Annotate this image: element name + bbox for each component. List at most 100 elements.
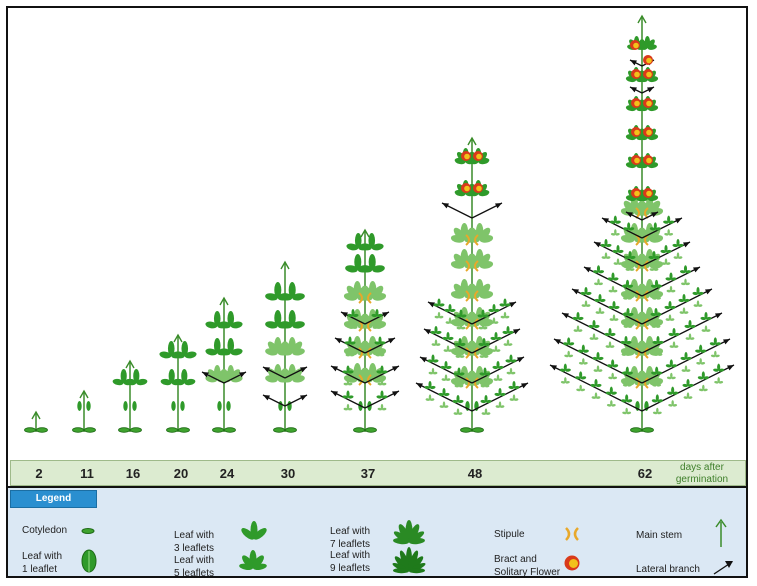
stipule xyxy=(644,377,649,389)
leaflet xyxy=(342,395,349,399)
leaflet xyxy=(655,312,662,317)
leaflet xyxy=(627,297,632,300)
leaf xyxy=(714,377,724,384)
leaflet xyxy=(613,305,620,310)
cotyledon xyxy=(212,427,224,433)
leaflet xyxy=(459,309,463,317)
leaflet xyxy=(372,326,378,329)
leaflet xyxy=(702,384,705,391)
leaflet xyxy=(683,311,689,314)
leaflet xyxy=(438,392,445,397)
leaflet xyxy=(699,344,703,352)
leaflet xyxy=(446,345,450,351)
leaflet xyxy=(375,353,381,357)
leaflet xyxy=(227,311,235,326)
leaflet xyxy=(668,301,672,308)
leaflet xyxy=(509,367,513,374)
legend-flower-label: Bract and Solitary Flower xyxy=(494,553,560,576)
leaflet xyxy=(482,326,488,330)
leaflet xyxy=(448,304,452,311)
leaflet xyxy=(718,381,724,384)
main-stem-arrowhead xyxy=(173,333,183,343)
leaflet xyxy=(375,322,379,328)
leaf xyxy=(430,326,442,335)
leaflet xyxy=(621,371,628,375)
leaflet xyxy=(652,251,656,258)
leaf xyxy=(495,401,505,408)
leaf xyxy=(347,309,359,318)
flower xyxy=(646,100,652,107)
day-label: 16 xyxy=(125,466,141,481)
plant-growth-diagram xyxy=(24,14,735,433)
leaflet xyxy=(567,337,571,345)
lateral-branch-arrowhead xyxy=(715,313,722,319)
leaflet xyxy=(292,375,305,383)
leaf xyxy=(698,384,708,392)
leaflet xyxy=(479,290,494,299)
leaflet xyxy=(605,256,611,259)
leaf xyxy=(621,349,631,356)
leaflet xyxy=(123,401,128,411)
lateral-branch-arrow-icon xyxy=(713,561,733,575)
leaflet xyxy=(609,318,615,321)
flower xyxy=(634,100,640,107)
leaflet xyxy=(453,372,460,376)
leaflet xyxy=(448,317,452,323)
lateral-branch-arrowhead xyxy=(263,367,270,373)
leaflet xyxy=(582,358,585,364)
leaf xyxy=(439,401,449,408)
lateral-branch-arrowhead xyxy=(647,87,654,93)
leaf xyxy=(508,381,520,390)
leaflet xyxy=(456,326,462,330)
leaflet xyxy=(136,378,148,386)
lateral-branch-arrowhead xyxy=(341,312,348,318)
leaflet xyxy=(376,326,382,329)
leaflet xyxy=(593,337,599,340)
leaflet xyxy=(676,239,680,246)
leaf xyxy=(664,301,676,310)
leaflet xyxy=(432,371,438,375)
leaf xyxy=(453,408,463,415)
leaf xyxy=(374,336,386,345)
leaf xyxy=(622,308,634,317)
leaflet xyxy=(506,326,510,333)
leaf xyxy=(709,337,721,346)
lateral-branch-arrowhead xyxy=(442,203,449,209)
leaf xyxy=(359,254,385,273)
legend-line: Leaf with xyxy=(330,526,371,537)
leaflet xyxy=(685,356,692,361)
leaflet xyxy=(668,220,675,224)
leaflet xyxy=(449,308,456,313)
leaflet xyxy=(567,350,570,357)
leaflet xyxy=(684,324,691,329)
leaflet xyxy=(652,264,656,270)
leaflet xyxy=(372,292,387,301)
cotyledon xyxy=(365,427,377,433)
leaflet xyxy=(628,239,634,243)
leaflet xyxy=(460,326,466,330)
leaf xyxy=(580,287,592,296)
legend-main-stem-label: Main stem xyxy=(636,530,683,541)
leaf xyxy=(660,245,672,254)
leaflet xyxy=(351,322,355,328)
leaflet xyxy=(683,396,689,399)
leaflet xyxy=(483,342,490,347)
leaflet xyxy=(595,396,601,399)
leaflet xyxy=(608,341,612,347)
leaflet xyxy=(715,342,721,346)
leaf xyxy=(588,320,600,329)
leaflet xyxy=(445,378,451,381)
leaflet xyxy=(481,309,485,317)
stipule xyxy=(465,234,470,246)
leaf xyxy=(652,407,662,415)
leaflet xyxy=(577,349,584,353)
leaflet xyxy=(442,336,449,341)
leaflet xyxy=(493,378,499,381)
leaflet xyxy=(434,326,438,333)
leaflet xyxy=(682,307,686,313)
legend-cotyledon-label: Cotyledon xyxy=(22,525,68,536)
stipule xyxy=(465,290,470,302)
leaflet xyxy=(460,314,467,318)
leaflet xyxy=(676,252,680,258)
cotyledon xyxy=(460,427,472,433)
